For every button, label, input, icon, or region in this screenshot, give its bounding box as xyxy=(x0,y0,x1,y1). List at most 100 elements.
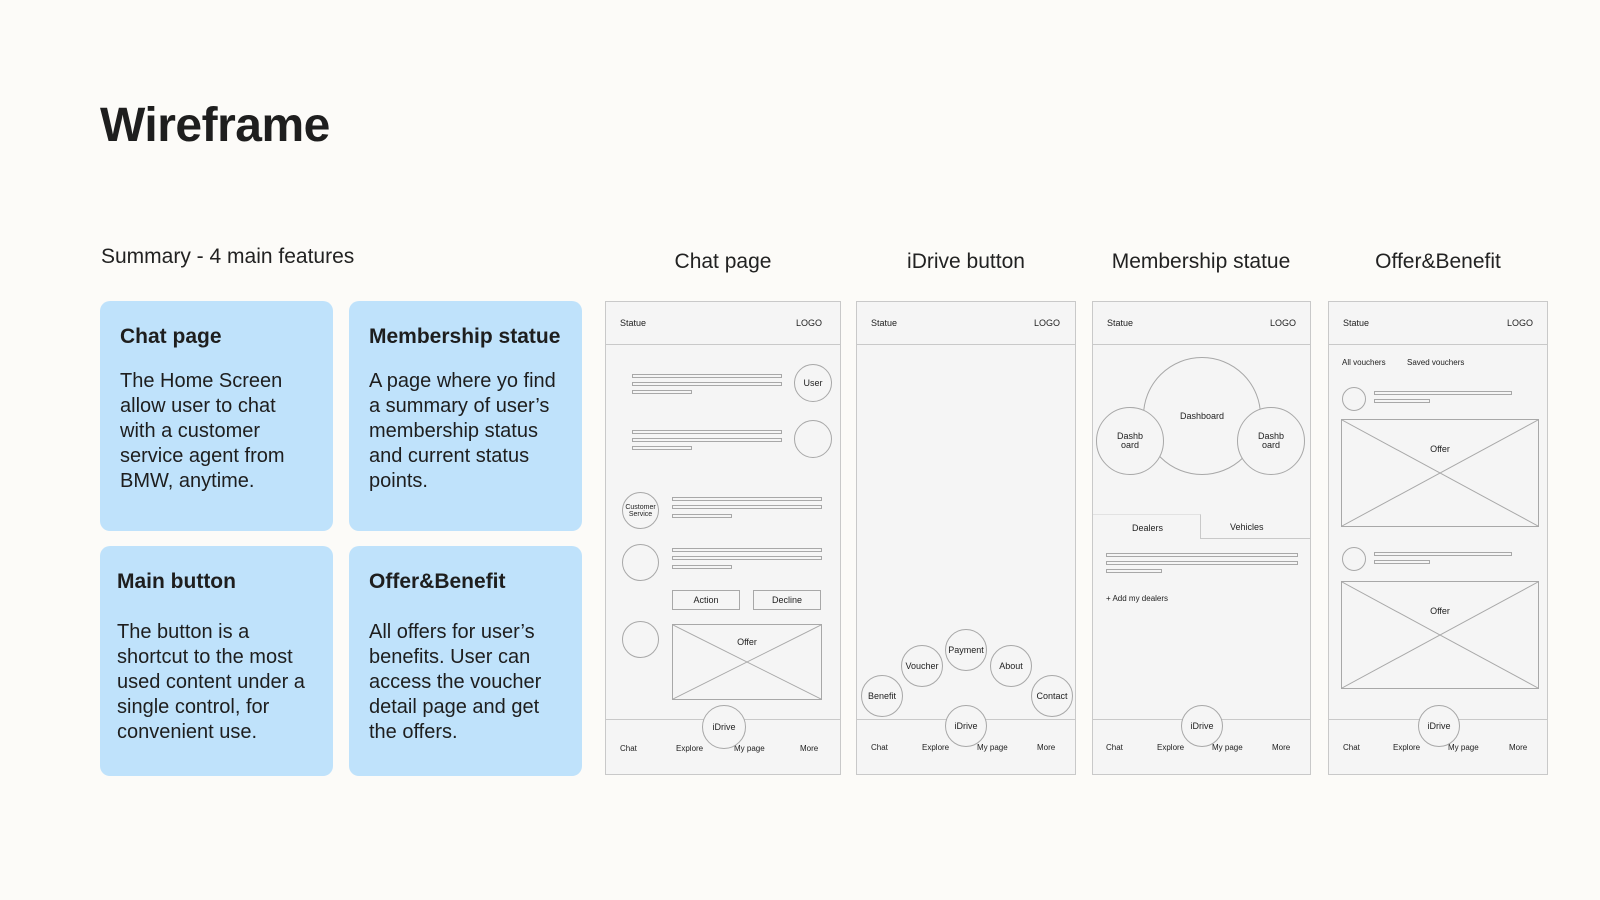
card-title: Chat page xyxy=(120,325,222,348)
text-line xyxy=(632,374,782,378)
nav-chat[interactable]: Chat xyxy=(1343,743,1360,752)
wire-status-label: Statue xyxy=(871,318,898,328)
text-line xyxy=(632,438,782,442)
benefit-shortcut[interactable]: Benefit xyxy=(861,675,903,717)
offer-image-placeholder[interactable]: Offer xyxy=(1341,581,1539,689)
wire-logo-label: LOGO xyxy=(1033,318,1060,328)
text-line xyxy=(1374,391,1512,395)
wire-top-bar: Statue LOGO xyxy=(1093,302,1310,345)
idrive-button[interactable]: iDrive xyxy=(945,705,987,747)
nav-explore[interactable]: Explore xyxy=(1393,743,1421,752)
tab-vehicles[interactable]: Vehicles xyxy=(1230,522,1264,532)
wireframe-offer-benefit: Statue LOGO All vouchers Saved vouchers … xyxy=(1328,301,1548,775)
text-line xyxy=(672,548,822,552)
agent-avatar-placeholder xyxy=(622,544,659,581)
column-heading-idrive: iDrive button xyxy=(907,250,1025,273)
card-text: A page where yo find a summary of user’s… xyxy=(369,370,556,492)
text-line xyxy=(672,565,732,569)
column-heading-offer: Offer&Benefit xyxy=(1375,250,1501,273)
text-line xyxy=(1374,552,1512,556)
offer-image-placeholder[interactable]: Offer xyxy=(672,624,822,700)
tab-dealers-label: Dealers xyxy=(1132,523,1164,533)
add-dealers-link[interactable]: + Add my dealers xyxy=(1106,594,1169,603)
text-line xyxy=(1106,553,1298,557)
voucher-shortcut[interactable]: Voucher xyxy=(901,645,943,687)
nav-my-page[interactable]: My page xyxy=(1212,743,1243,752)
idrive-button[interactable]: iDrive xyxy=(1418,705,1460,747)
text-line xyxy=(672,497,822,501)
wire-top-bar: Statue LOGO xyxy=(1329,302,1547,345)
feature-card-offer: Offer&Benefit All offers for user’s bene… xyxy=(349,546,582,776)
text-line xyxy=(632,430,782,434)
nav-chat[interactable]: Chat xyxy=(620,744,637,753)
nav-more[interactable]: More xyxy=(1509,743,1528,752)
action-button[interactable]: Action xyxy=(672,590,740,610)
nav-explore[interactable]: Explore xyxy=(922,743,950,752)
user-avatar: User xyxy=(794,364,832,402)
nav-more[interactable]: More xyxy=(1272,743,1291,752)
text-line xyxy=(1374,399,1430,403)
wireframe-chat-page: Statue LOGO User Customer Service Action… xyxy=(605,301,841,775)
offer-image-placeholder[interactable]: Offer xyxy=(1341,419,1539,527)
dashboard-left-circle[interactable]: Dashb oard xyxy=(1096,407,1164,475)
wireframe-membership-statue: Statue LOGO Dashboard Dashb oard Dashb o… xyxy=(1092,301,1311,775)
nav-chat[interactable]: Chat xyxy=(871,743,888,752)
summary-label: Summary - 4 main features xyxy=(101,245,355,268)
feature-card-main-button: Main button The button is a shortcut to … xyxy=(100,546,333,776)
text-line xyxy=(632,446,692,450)
nav-more[interactable]: More xyxy=(800,744,819,753)
nav-my-page[interactable]: My page xyxy=(1448,743,1479,752)
nav-my-page[interactable]: My page xyxy=(734,744,765,753)
wire-logo-label: LOGO xyxy=(1506,318,1533,328)
wire-top-bar: Statue LOGO xyxy=(857,302,1075,345)
text-line xyxy=(1106,561,1298,565)
idrive-button[interactable]: iDrive xyxy=(702,705,746,749)
wire-top-bar: Statue LOGO xyxy=(606,302,840,345)
column-heading-chat: Chat page xyxy=(674,250,772,273)
voucher-icon-placeholder xyxy=(1342,547,1366,571)
nav-explore[interactable]: Explore xyxy=(1157,743,1185,752)
user-avatar-placeholder xyxy=(794,420,832,458)
offer-label: Offer xyxy=(1430,444,1450,454)
page-title: Wireframe xyxy=(100,99,330,152)
nav-chat[interactable]: Chat xyxy=(1106,743,1123,752)
customer-service-avatar: Customer Service xyxy=(622,492,659,529)
about-shortcut[interactable]: About xyxy=(990,645,1032,687)
nav-explore[interactable]: Explore xyxy=(676,744,704,753)
wire-status-label: Statue xyxy=(1107,318,1134,328)
card-text: All offers for user’s benefits. User can… xyxy=(369,621,542,743)
text-line xyxy=(1374,560,1430,564)
tab-bar xyxy=(1093,514,1310,539)
tab-saved-vouchers[interactable]: Saved vouchers xyxy=(1407,358,1465,367)
offer-label: Offer xyxy=(1430,606,1450,616)
wireframe-idrive-button: Statue LOGO Benefit Voucher Payment Abou… xyxy=(856,301,1076,775)
text-line xyxy=(632,382,782,386)
idrive-button[interactable]: iDrive xyxy=(1181,705,1223,747)
feature-card-chat: Chat page The Home Screen allow user to … xyxy=(100,301,333,531)
payment-shortcut[interactable]: Payment xyxy=(945,629,987,671)
text-line xyxy=(672,556,822,560)
wire-logo-label: LOGO xyxy=(1269,318,1296,328)
card-text: The button is a shortcut to the most use… xyxy=(117,621,305,743)
text-line xyxy=(672,514,732,518)
card-title: Offer&Benefit xyxy=(369,570,506,593)
dashboard-right-circle[interactable]: Dashb oard xyxy=(1237,407,1305,475)
text-line xyxy=(1106,569,1162,573)
voucher-icon-placeholder xyxy=(1342,387,1366,411)
card-title: Membership statue xyxy=(369,325,561,348)
nav-my-page[interactable]: My page xyxy=(977,743,1008,752)
tab-all-vouchers[interactable]: All vouchers xyxy=(1342,358,1386,367)
wire-logo-label: LOGO xyxy=(795,318,822,328)
text-line xyxy=(632,390,692,394)
decline-button[interactable]: Decline xyxy=(753,590,821,610)
agent-avatar-placeholder xyxy=(622,621,659,658)
wire-status-label: Statue xyxy=(620,318,647,328)
card-title: Main button xyxy=(117,570,236,593)
contact-shortcut[interactable]: Contact xyxy=(1031,675,1073,717)
wire-status-label: Statue xyxy=(1343,318,1370,328)
nav-more[interactable]: More xyxy=(1037,743,1056,752)
card-text: The Home Screen allow user to chat with … xyxy=(120,370,285,492)
column-heading-membership: Membership statue xyxy=(1111,250,1291,273)
feature-card-membership: Membership statue A page where yo find a… xyxy=(349,301,582,531)
tab-dealers[interactable]: Dealers xyxy=(1093,514,1201,539)
